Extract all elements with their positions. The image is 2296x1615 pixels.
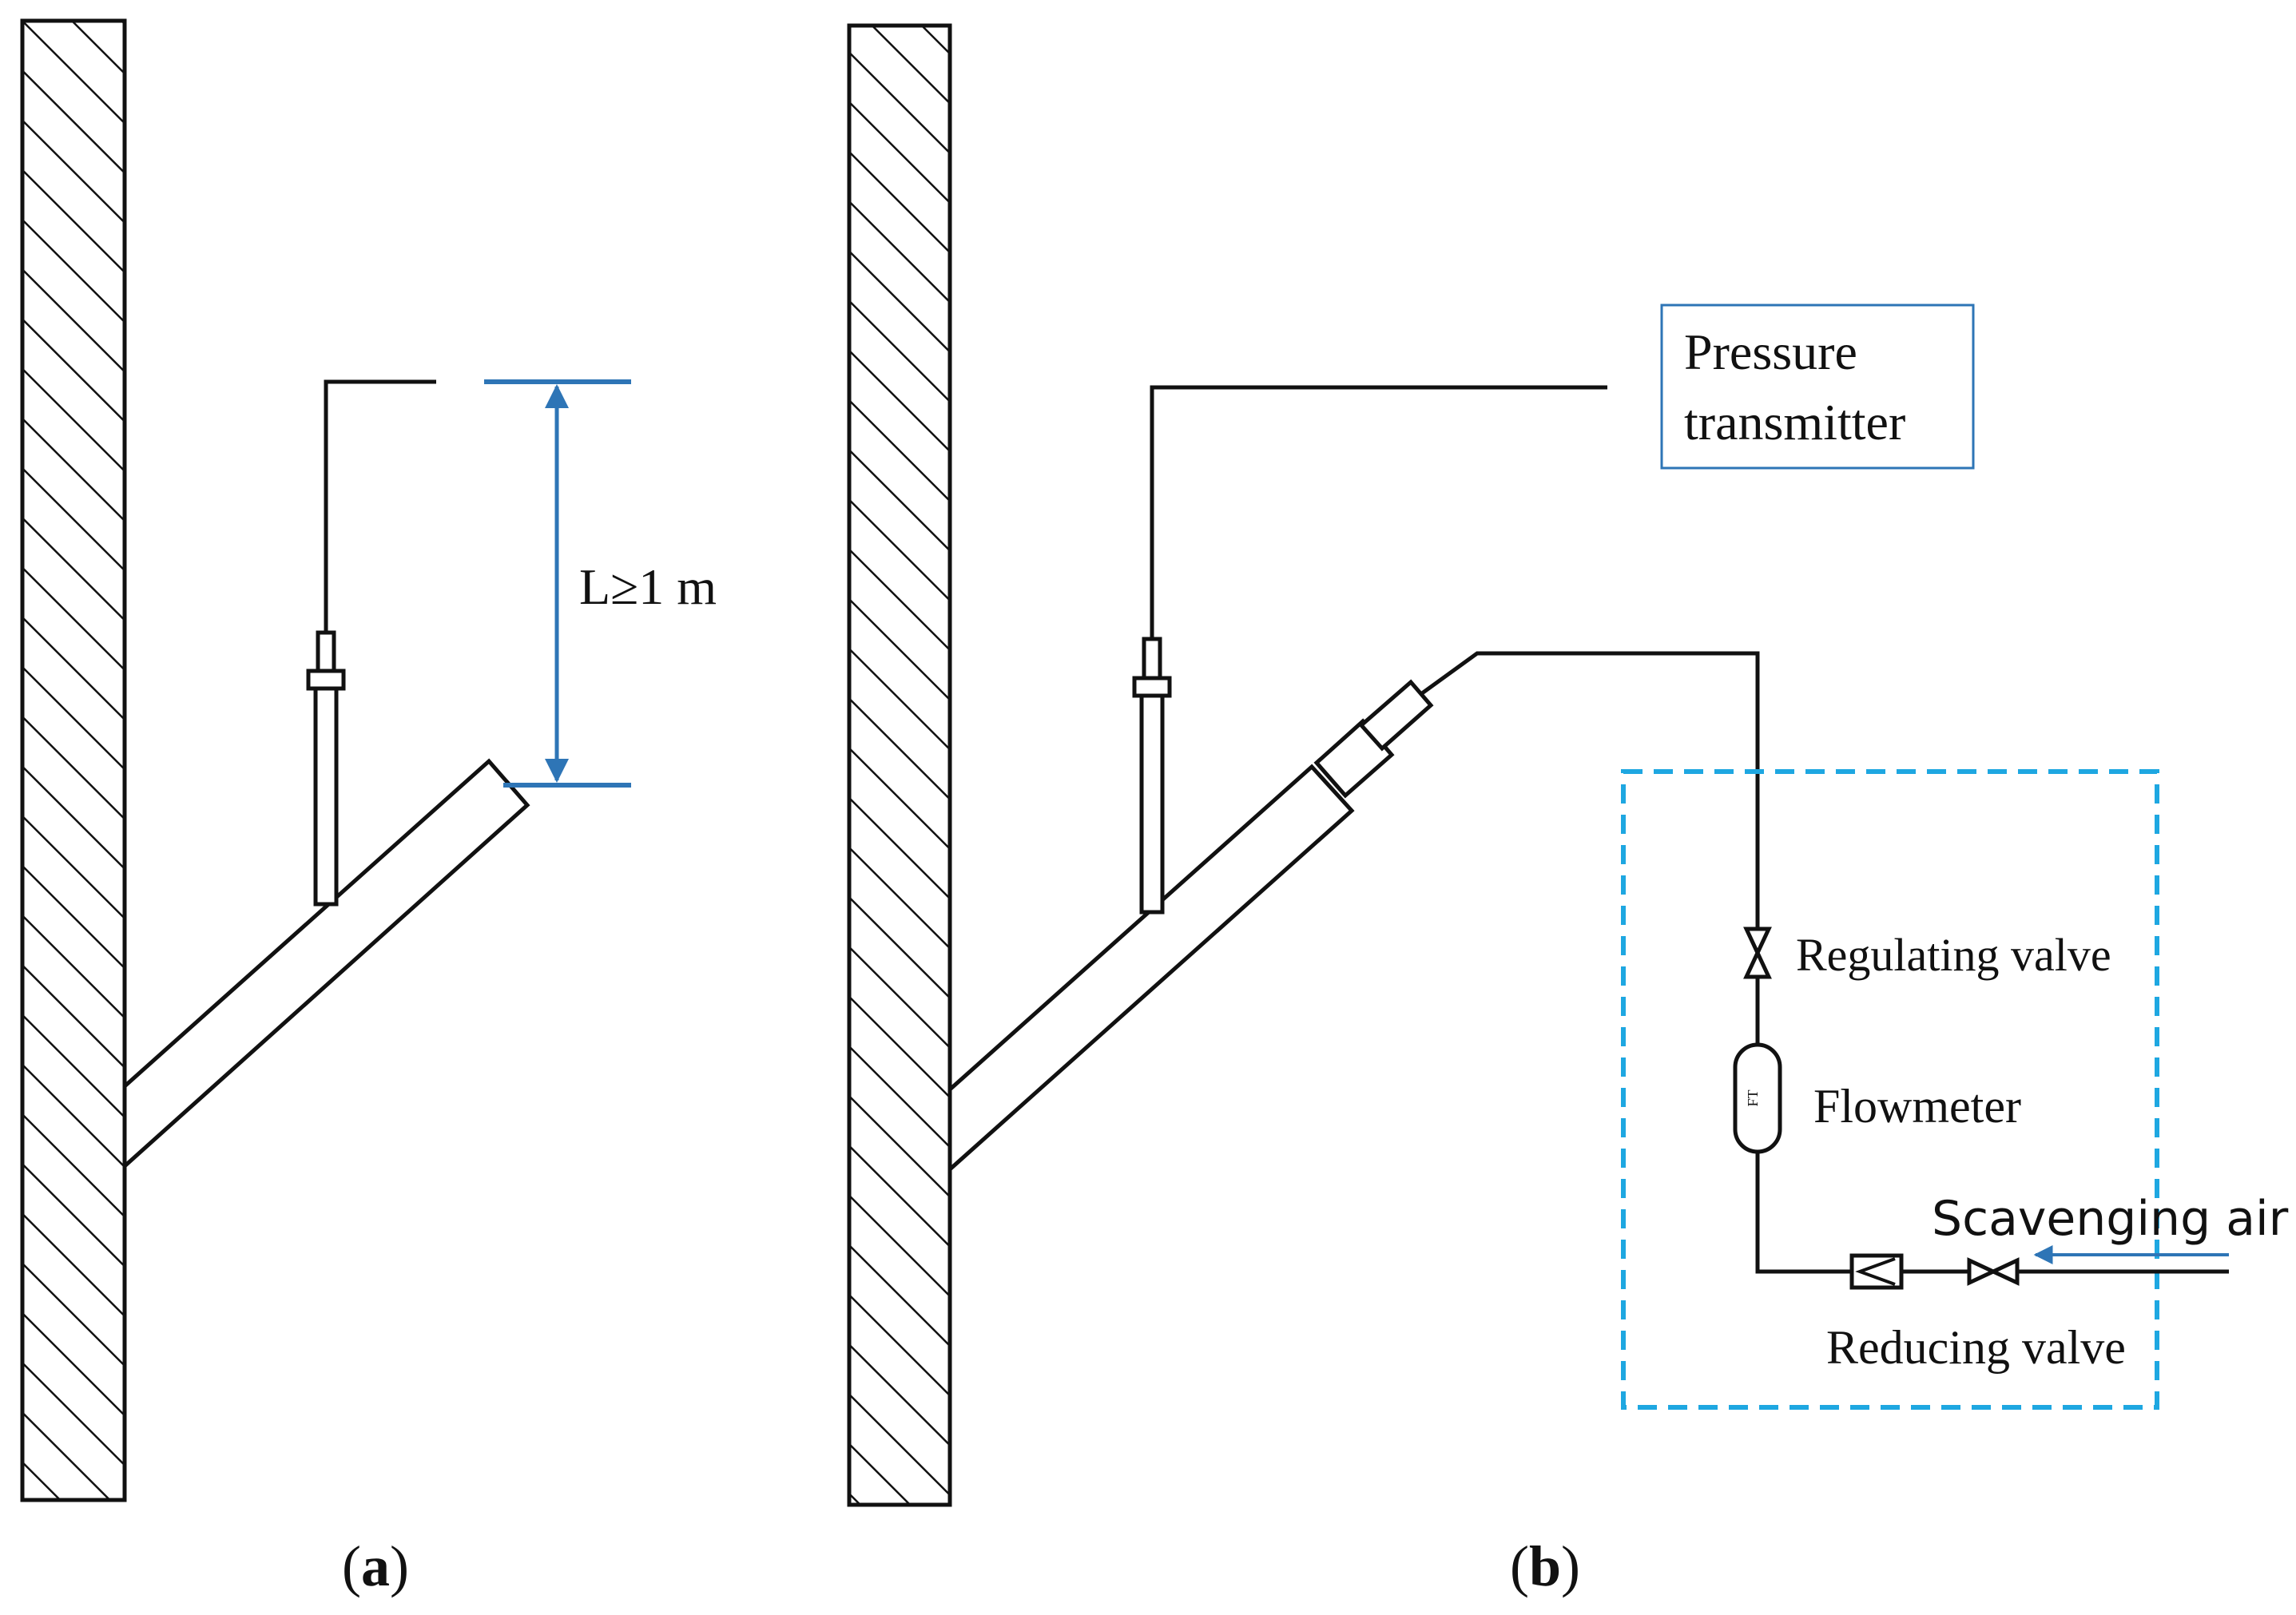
- panel-a: L≥1 m (a): [20, 18, 717, 1598]
- impulse-line-b: [1150, 385, 1607, 639]
- regulating-valve-icon: [1743, 927, 1772, 979]
- flowmeter-label: Flowmeter: [1813, 1080, 2021, 1133]
- pressure-tap-tube-a: [313, 684, 339, 907]
- flowmeter-tag: FT: [1745, 1089, 1761, 1106]
- pressure-transmitter-label-line1: Pressure: [1684, 323, 1857, 380]
- pressure-tap-nipple-a: [316, 630, 336, 673]
- regulating-valve-label: Regulating valve: [1796, 929, 2111, 981]
- pressure-transmitter-box: [1660, 304, 1975, 470]
- inclined-pipe-a: [122, 758, 530, 1171]
- impulse-line-a: [324, 379, 436, 633]
- purge-line: [1420, 651, 1760, 929]
- wall-b: [847, 23, 952, 1507]
- pressure-tap-nipple-b: [1142, 637, 1162, 681]
- panel-b-caption: (b): [1510, 1534, 1580, 1598]
- pressure-transmitter-label-line2: transmitter: [1684, 394, 1905, 450]
- dimension-label: L≥1 m: [579, 558, 717, 615]
- panel-b: Pressure transmitter Regulating valve FT…: [847, 23, 2289, 1598]
- purge-assembly-box: [1621, 769, 2159, 1410]
- panel-a-caption: (a): [342, 1534, 409, 1598]
- pressure-tap-tube-b: [1139, 692, 1165, 915]
- purge-nozzle: [1358, 679, 1434, 752]
- reducing-valve-icon: [1849, 1253, 1904, 1290]
- reducing-valve-label: Reducing valve: [1826, 1321, 2126, 1374]
- wall-a: [20, 18, 127, 1502]
- shutoff-valve-icon: [1967, 1257, 2020, 1286]
- pressure-tap-fitting-a: [306, 669, 346, 691]
- line-flowmeter-to-bottom: [1755, 1152, 1852, 1274]
- pressure-tap-fitting-b: [1132, 676, 1172, 698]
- scavenging-air-label: Scavenging air: [1932, 1191, 2289, 1247]
- inclined-pipe-b: [947, 764, 1355, 1174]
